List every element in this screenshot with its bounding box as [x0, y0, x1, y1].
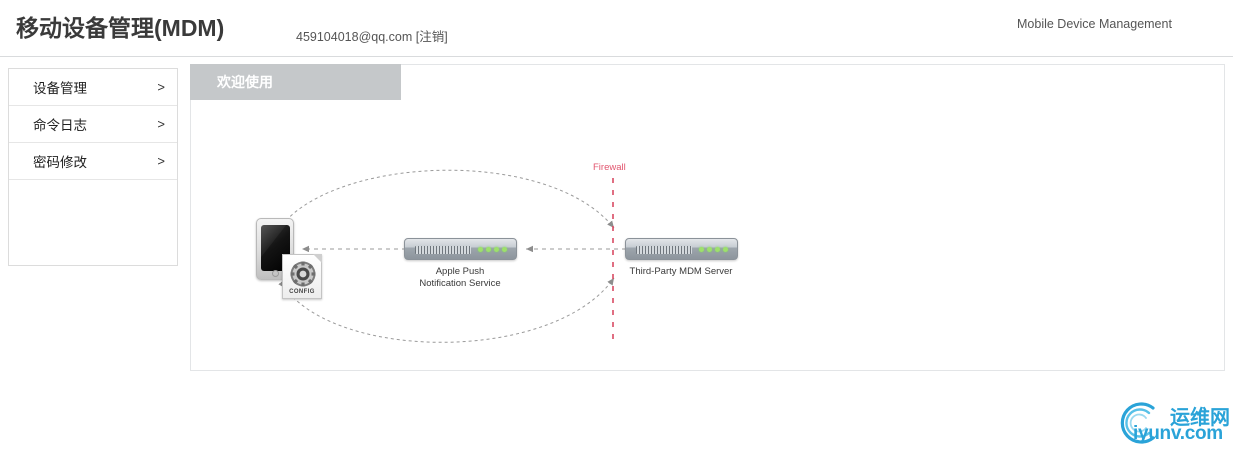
- led-indicator: [715, 247, 720, 252]
- chevron-right-icon: >: [157, 79, 165, 95]
- tab-label: 欢迎使用: [217, 74, 273, 90]
- server-leds: [478, 247, 507, 252]
- page-header: 移动设备管理(MDM) 459104018@qq.com [注销] Mobile…: [0, 0, 1233, 57]
- led-indicator: [699, 247, 704, 252]
- config-profile-icon: CONFIG: [282, 254, 322, 299]
- arc-top-bidirectional: [275, 169, 615, 233]
- server-leds: [699, 247, 728, 252]
- swirl-logo-icon: [1120, 402, 1155, 444]
- led-indicator: [707, 247, 712, 252]
- led-indicator: [486, 247, 491, 252]
- tab-bar-filler: [401, 64, 1225, 100]
- firewall-label: Firewall: [593, 162, 626, 173]
- sidebar-item-label: 命令日志: [33, 118, 87, 133]
- tab-welcome[interactable]: 欢迎使用: [190, 64, 401, 100]
- config-label: CONFIG: [289, 289, 315, 295]
- chevron-right-icon: >: [157, 153, 165, 169]
- chevron-right-icon: >: [157, 116, 165, 132]
- apns-label-line2: Notification Service: [419, 278, 501, 289]
- sidebar-item-label: 密码修改: [33, 155, 87, 170]
- user-account-logout[interactable]: 459104018@qq.com [注销]: [296, 30, 448, 44]
- header-subtitle: Mobile Device Management: [1017, 17, 1172, 31]
- apns-server-icon: [404, 238, 517, 260]
- page-fold-corner: [313, 254, 322, 263]
- mdm-server-icon: [625, 238, 738, 260]
- server-vents: [636, 246, 692, 254]
- site-logo: 运维网 iyunv.com: [1113, 399, 1231, 449]
- led-indicator: [502, 247, 507, 252]
- logo-text-en: iyunv.com: [1133, 423, 1223, 444]
- sidebar-empty-area: [9, 180, 177, 264]
- led-indicator: [723, 247, 728, 252]
- logo-text-cn: 运维网: [1170, 407, 1230, 429]
- sidebar-item-label: 设备管理: [33, 81, 87, 96]
- mdm-architecture-diagram: Firewall: [190, 100, 1225, 371]
- server-vents: [415, 246, 471, 254]
- sidebar: 设备管理 > 命令日志 > 密码修改 >: [8, 68, 178, 266]
- sidebar-item-command-log[interactable]: 命令日志 >: [9, 106, 177, 143]
- mdm-server-label: Third-Party MDM Server: [601, 266, 761, 278]
- apns-label-line1: Apple Push: [435, 266, 485, 277]
- led-indicator: [478, 247, 483, 252]
- content-panel: [190, 64, 1225, 371]
- tab-bar: 欢迎使用: [190, 64, 1225, 100]
- iphone-home-button: [272, 270, 279, 277]
- sidebar-item-change-password[interactable]: 密码修改 >: [9, 143, 177, 180]
- sidebar-item-device-management[interactable]: 设备管理 >: [9, 69, 177, 106]
- diagram-connectors: [275, 169, 626, 343]
- page-title: 移动设备管理(MDM): [16, 15, 225, 41]
- mdm-server-label-line1: Third-Party MDM Server: [629, 266, 733, 277]
- apns-label: Apple Push Notification Service: [380, 266, 540, 290]
- led-indicator: [494, 247, 499, 252]
- gear-icon: [290, 261, 316, 287]
